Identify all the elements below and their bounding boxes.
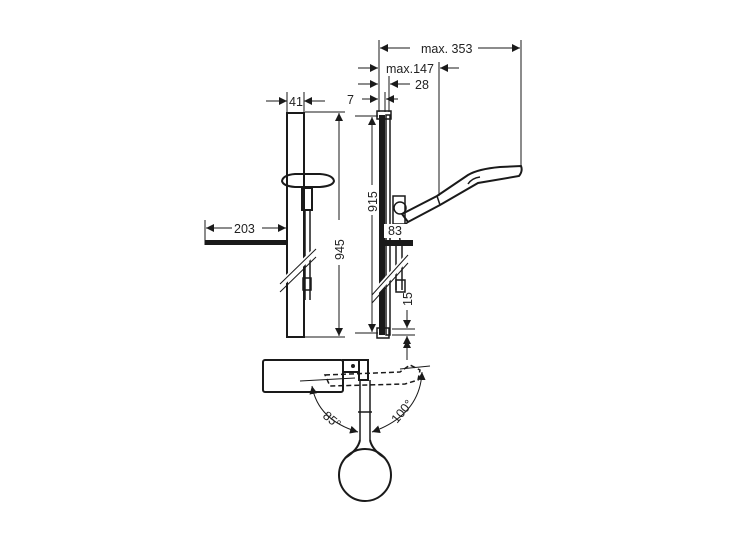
front-view: 41 203 945 xyxy=(204,92,347,338)
hand-shower xyxy=(400,164,523,224)
shower-head-top xyxy=(338,448,392,502)
dim-945: 945 xyxy=(333,239,347,260)
dim-915: 915 xyxy=(366,191,380,212)
dim-max-147: max.147 xyxy=(386,62,434,76)
dim-15: 15 xyxy=(401,292,415,306)
dim-7: 7 xyxy=(347,93,354,107)
shelf xyxy=(205,240,287,245)
dim-max-353: max. 353 xyxy=(421,42,472,56)
rail-side xyxy=(379,115,385,335)
dim-41: 41 xyxy=(289,95,303,109)
dim-83: 83 xyxy=(388,224,402,238)
slider-holder xyxy=(301,187,313,211)
dim-203: 203 xyxy=(234,222,255,236)
shower-head-front xyxy=(280,173,336,188)
rail xyxy=(286,112,305,338)
shelf-top xyxy=(262,359,344,393)
top-view: 85° 100° xyxy=(262,340,431,502)
side-view: 83 915 15 max. 353 max.147 28 7 xyxy=(347,40,523,355)
angle-100: 100° xyxy=(389,397,416,426)
dim-28: 28 xyxy=(415,78,429,92)
